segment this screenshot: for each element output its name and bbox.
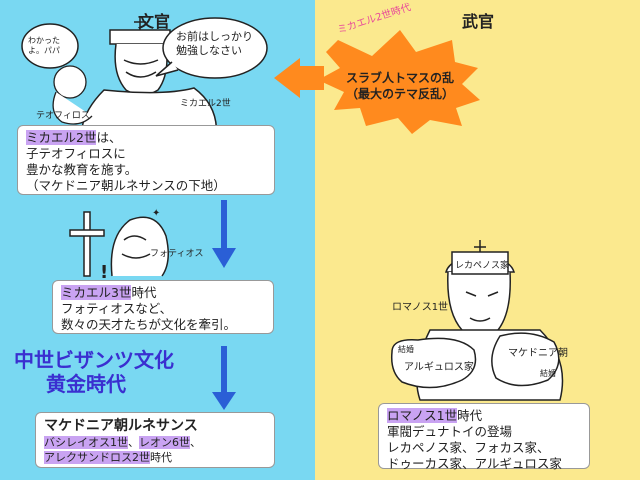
revolt-arrow-icon xyxy=(274,58,324,98)
box1-line4: （マケドニア朝ルネサンスの下地） xyxy=(26,178,226,193)
teacher-speech-bubble xyxy=(162,17,268,79)
romanos1-info-box: ロマノス1世時代 軍閥デュナトイの登場 レカペノス家、フォカス家、 ドゥーカス家… xyxy=(378,403,590,471)
photios-figure xyxy=(69,211,169,277)
box2-line2: フォティオスなど、 xyxy=(61,301,173,316)
michael2-info-box: ミカエル2世は、 子テオフィロスに 豊かな教育を施す。 （マケドニア朝ルネサンス… xyxy=(17,125,275,195)
box4-line1-rest: 時代 xyxy=(457,408,483,423)
box1-line2: 子テオフィロスに xyxy=(26,146,126,161)
child-speech-text: わかったよ。パパ xyxy=(28,36,60,55)
revolt-text: スラブ人トマスの乱 （最大のテマ反乱） xyxy=(336,70,464,102)
svg-text:!: ! xyxy=(100,262,108,283)
shield-right-label: マケドニア朝 xyxy=(508,348,568,359)
flow-arrow-1 xyxy=(212,200,236,268)
box1-line1-rest: は、 xyxy=(96,130,122,145)
macedonian-renaissance-box: マケドニア朝ルネサンス バシレイオス1世、レオン6世、 アレクサンドロス2世時代 xyxy=(35,412,275,468)
michael2-label: ミカエル2世 xyxy=(180,99,231,109)
leo6-highlight: レオン6世 xyxy=(139,436,190,449)
teacher-speech-text: お前はしっかり勉強しなさい xyxy=(176,30,253,57)
golden-line2: 黄金時代 xyxy=(46,372,126,396)
civil-officials-heading: 文官 xyxy=(138,12,171,31)
box3-sep: 、 xyxy=(128,436,139,449)
box4-line4: ドゥーカス家、アルギュロス家 xyxy=(387,456,562,471)
shield-left-label: アルギュロス家 xyxy=(404,362,474,373)
theophilos-figure xyxy=(52,65,93,125)
box1-line3: 豊かな教育を施す。 xyxy=(26,162,138,177)
michael3-info-box: ミカエル3世時代 フォティオスなど、 数々の天才たちが文化を牽引。 xyxy=(52,280,274,334)
box3-rest: 時代 xyxy=(150,451,172,464)
crown-label: レカペノス家 xyxy=(455,261,510,271)
golden-age-text: 中世ビザンツ文化 黄金時代 xyxy=(14,348,174,396)
box4-line2: 軍閥デュナトイの登場 xyxy=(387,424,513,439)
romanos1-highlight: ロマノス1世 xyxy=(387,408,458,423)
michael2-highlight: ミカエル2世 xyxy=(26,130,97,145)
svg-text:✦: ✦ xyxy=(152,208,160,219)
theophilos-label: テオフィロス xyxy=(36,111,90,121)
romanos1-label: ロマノス1世 xyxy=(392,302,449,313)
shield-left-icon xyxy=(390,337,477,389)
child-speech-bubble xyxy=(21,23,79,69)
box3-comma: 、 xyxy=(190,436,201,449)
renaissance-title: マケドニア朝ルネサンス xyxy=(44,418,198,434)
revolt-burst-icon xyxy=(318,30,480,134)
shield-left-tag: 結婚 xyxy=(398,345,414,354)
golden-line1: 中世ビザンツ文化 xyxy=(14,348,174,372)
photios-label: フォティオス xyxy=(150,249,204,259)
shield-right-icon xyxy=(491,332,560,387)
revolt-line1: スラブ人トマスの乱 xyxy=(345,71,454,85)
flow-arrow-2 xyxy=(212,346,236,410)
alexander2-highlight: アレクサンドロス2世 xyxy=(44,451,150,464)
shield-right-tag: 結婚 xyxy=(540,369,556,378)
revolt-line2: （最大のテマ反乱） xyxy=(345,87,454,101)
box2-line3: 数々の天才たちが文化を牽引。 xyxy=(61,317,237,332)
michael3-highlight: ミカエル3世 xyxy=(61,285,132,300)
basil1-highlight: バシレイオス1世 xyxy=(44,436,128,449)
box4-line3: レカペノス家、フォカス家、 xyxy=(387,440,550,455)
box2-line1-rest: 時代 xyxy=(131,285,157,300)
military-officials-heading: 武官 xyxy=(462,12,495,31)
